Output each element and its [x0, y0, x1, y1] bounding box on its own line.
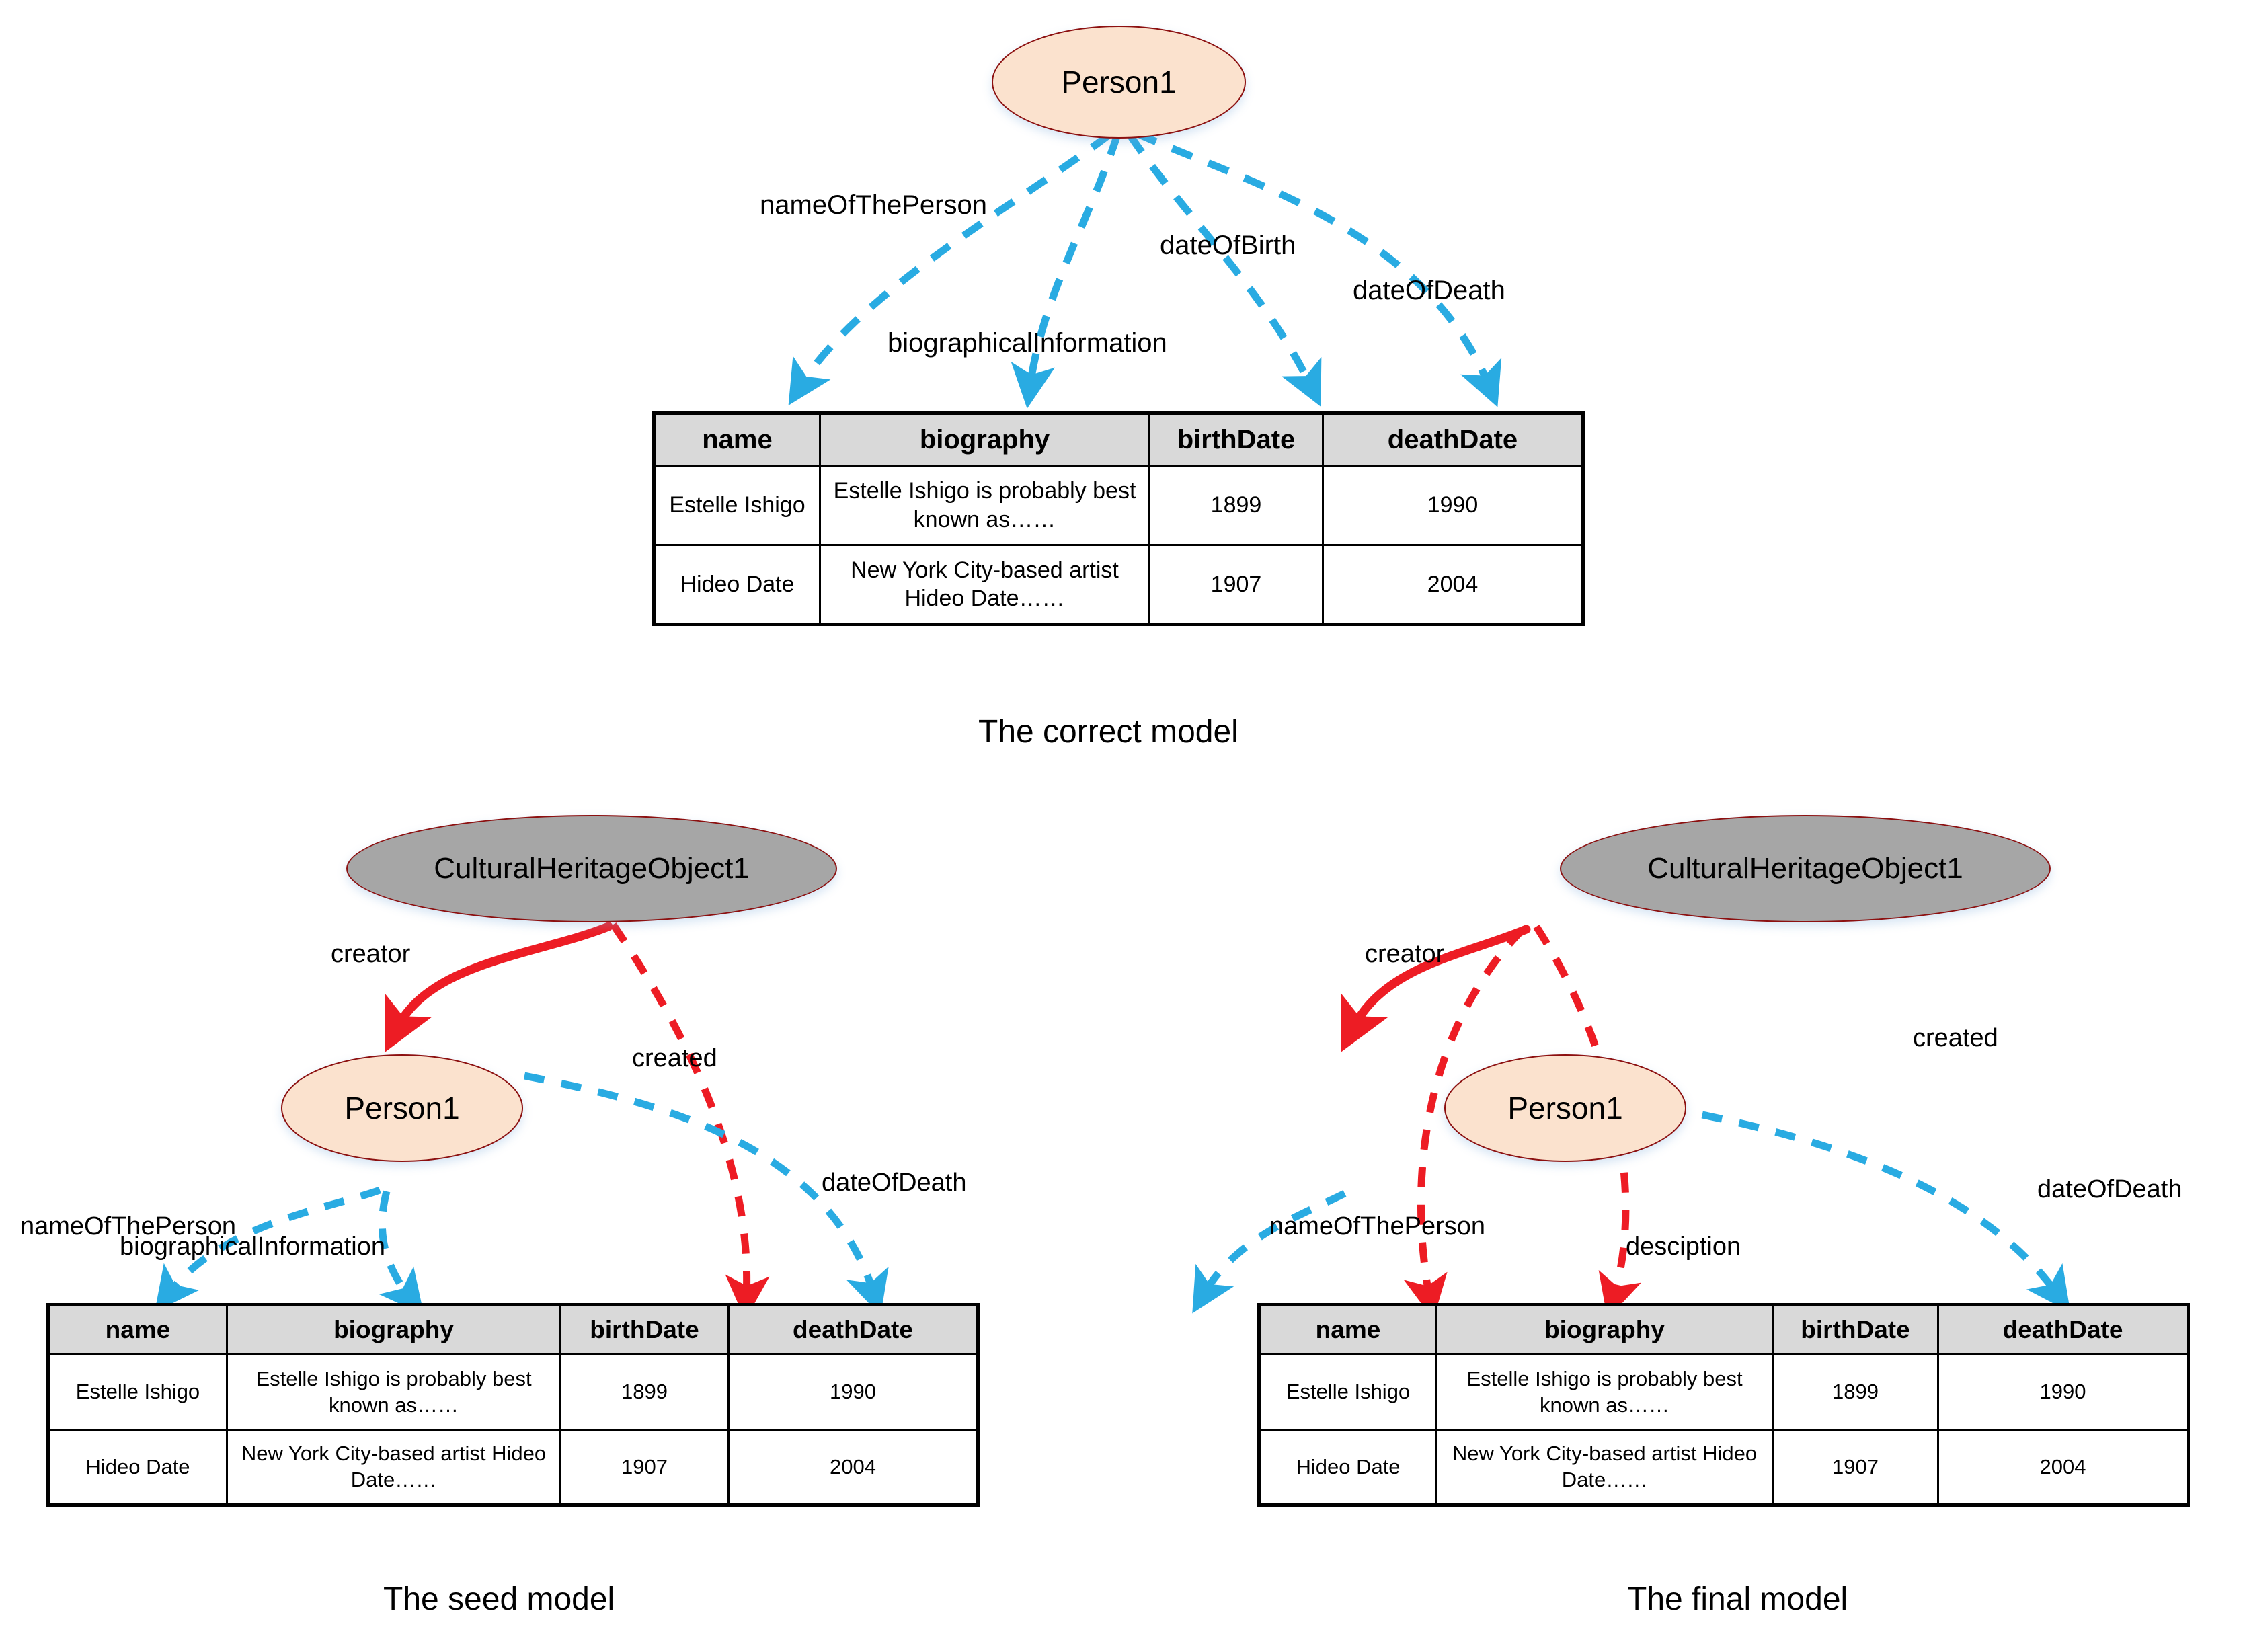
table-row: Hideo Date New York City-based artist Hi… [47, 1429, 979, 1506]
cell-deathDate: 2004 [1937, 1429, 2189, 1506]
node-label: Person1 [1061, 65, 1177, 100]
cell-birthDate: 1907 [1148, 544, 1324, 625]
cell-deathDate: 1990 [727, 1353, 979, 1431]
node-culturalheritageobject1-final[interactable]: CulturalHeritageObject1 [1560, 815, 2051, 922]
cell-biography: Estelle Ishigo is probably best known as… [226, 1353, 561, 1431]
node-label: CulturalHeritageObject1 [1647, 852, 1963, 885]
node-label: CulturalHeritageObject1 [434, 852, 750, 885]
cell-name: Estelle Ishigo [47, 1353, 228, 1431]
table-header-row: name biography birthDate deathDate [1258, 1304, 2189, 1355]
edge-label-dateOfDeath-final: dateOfDeath [2037, 1175, 2182, 1204]
cell-deathDate: 1990 [1937, 1353, 2189, 1431]
edge-label-dateOfDeath-correct: dateOfDeath [1353, 276, 1505, 305]
edge-created-seed [610, 922, 770, 1320]
column-header-biography: biography [1435, 1304, 1774, 1355]
column-header-biography: biography [819, 412, 1150, 467]
node-person1-final[interactable]: Person1 [1444, 1054, 1686, 1162]
edge-label-biographicalInformation-seed: biographicalInformation [120, 1232, 386, 1261]
edge-label-creator-seed: creator [331, 940, 411, 968]
edge-creator-seed [385, 922, 613, 1052]
node-label: Person1 [344, 1091, 460, 1126]
column-header-deathDate: deathDate [727, 1304, 979, 1355]
cell-biography: New York City-based artist Hideo Date…… [1435, 1429, 1774, 1506]
cell-deathDate: 2004 [727, 1429, 979, 1506]
data-table-correct: name biography birthDate deathDate Estel… [652, 411, 1585, 626]
edge-label-dateOfDeath-seed: dateOfDeath [822, 1169, 967, 1197]
caption-final-model: The final model [1627, 1581, 1848, 1617]
table-row: Estelle Ishigo Estelle Ishigo is probabl… [653, 465, 1584, 546]
column-header-birthDate: birthDate [1772, 1304, 1939, 1355]
column-header-birthDate: birthDate [1148, 412, 1324, 467]
data-table-final: name biography birthDate deathDate Estel… [1257, 1303, 2190, 1507]
column-header-name: name [1258, 1304, 1437, 1355]
edge-label-creator-final: creator [1365, 940, 1445, 968]
cell-deathDate: 1990 [1322, 465, 1584, 546]
edge-label-created-final: created [1913, 1024, 1998, 1052]
table-row: Estelle Ishigo Estelle Ishigo is probabl… [47, 1353, 979, 1431]
cell-name: Hideo Date [653, 544, 821, 625]
cell-name: Hideo Date [47, 1429, 228, 1506]
column-header-birthDate: birthDate [559, 1304, 730, 1355]
edge-label-nameOfThePerson-correct: nameOfThePerson [760, 190, 987, 220]
edge-label-nameOfThePerson-final: nameOfThePerson [1269, 1212, 1486, 1241]
cell-deathDate: 2004 [1322, 544, 1584, 625]
cell-birthDate: 1899 [1772, 1353, 1939, 1431]
cell-name: Hideo Date [1258, 1429, 1437, 1506]
cell-birthDate: 1899 [559, 1353, 730, 1431]
edge-biographicalInformation-seed [378, 1190, 424, 1315]
caption-correct-model: The correct model [978, 714, 1238, 750]
cell-biography: Estelle Ishigo is probably best known as… [1435, 1353, 1774, 1431]
node-person1-seed[interactable]: Person1 [281, 1054, 523, 1162]
edge-label-dateOfBirth-correct: dateOfBirth [1160, 231, 1296, 260]
edge-label-biographicalInformation-correct: biographicalInformation [888, 328, 1167, 358]
table-row: Hideo Date New York City-based artist Hi… [1258, 1429, 2189, 1506]
node-label: Person1 [1507, 1091, 1623, 1126]
cell-biography: Estelle Ishigo is probably best known as… [819, 465, 1150, 546]
edge-label-created-seed: created [632, 1044, 717, 1072]
data-table-seed: name biography birthDate deathDate Estel… [46, 1303, 980, 1507]
edge-nameOfThePerson-final [1192, 1190, 1347, 1314]
column-header-deathDate: deathDate [1937, 1304, 2189, 1355]
table-header-row: name biography birthDate deathDate [47, 1304, 979, 1355]
cell-name: Estelle Ishigo [1258, 1353, 1437, 1431]
cell-birthDate: 1899 [1148, 465, 1324, 546]
cell-name: Estelle Ishigo [653, 465, 821, 546]
column-header-name: name [653, 412, 821, 467]
table-row: Estelle Ishigo Estelle Ishigo is probabl… [1258, 1353, 2189, 1431]
cell-birthDate: 1907 [559, 1429, 730, 1506]
edge-label-desciption-final: desciption [1626, 1232, 1741, 1261]
column-header-biography: biography [226, 1304, 561, 1355]
table-header-row: name biography birthDate deathDate [653, 412, 1584, 467]
node-culturalheritageobject1-seed[interactable]: CulturalHeritageObject1 [346, 815, 837, 922]
cell-biography: New York City-based artist Hideo Date…… [226, 1429, 561, 1506]
cell-birthDate: 1907 [1772, 1429, 1939, 1506]
edge-label-nameOfThePerson-seed: nameOfThePerson [20, 1212, 237, 1241]
caption-seed-model: The seed model [383, 1581, 615, 1617]
node-person1-correct[interactable]: Person1 [992, 26, 1246, 139]
column-header-name: name [47, 1304, 228, 1355]
column-header-deathDate: deathDate [1322, 412, 1584, 467]
cell-biography: New York City-based artist Hideo Date…… [819, 544, 1150, 625]
table-row: Hideo Date New York City-based artist Hi… [653, 544, 1584, 625]
